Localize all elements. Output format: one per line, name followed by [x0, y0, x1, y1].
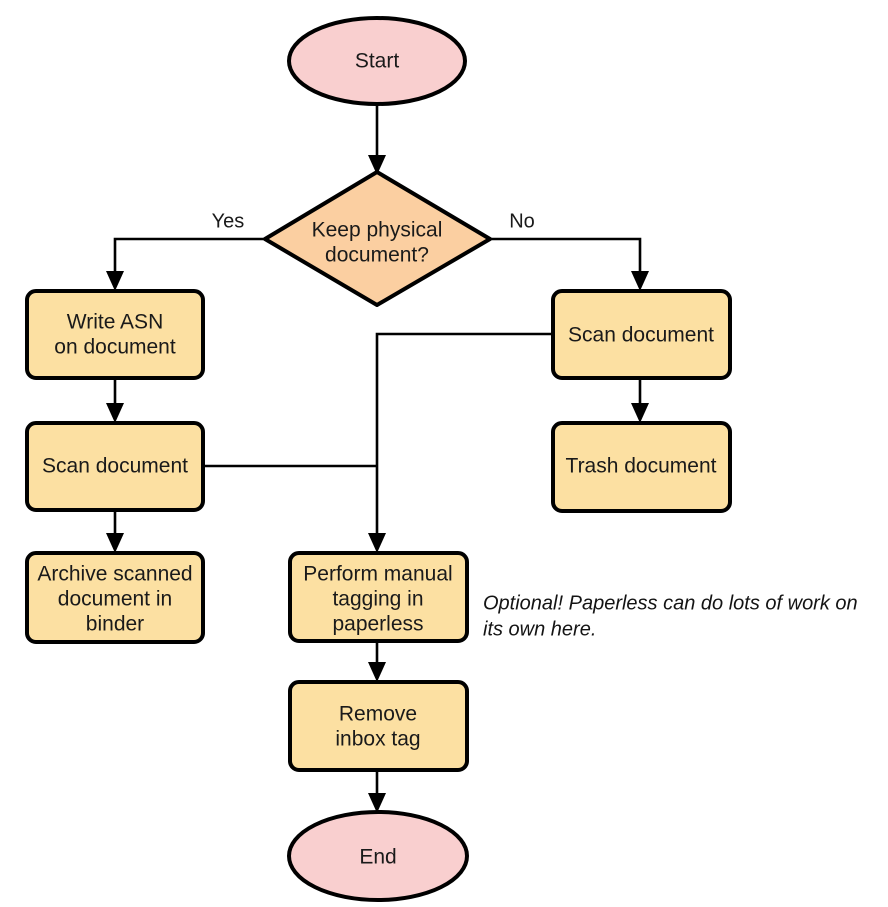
edge-scan-right-to-tagging [368, 332, 553, 553]
write-asn-label-line1: Write ASN [67, 311, 163, 334]
arrowhead-icon [368, 793, 386, 813]
trash-document-label: Trash document [566, 455, 717, 478]
scan-document-left-label: Scan document [42, 455, 188, 478]
arrowhead-icon [106, 403, 124, 423]
optional-note-line1: Optional! Paperless can do lots of work … [483, 592, 858, 614]
node-perform-manual-tagging[interactable]: Perform manual tagging in paperless [288, 551, 469, 643]
decision-diamond[interactable] [263, 170, 492, 307]
edge-remove-inbox-to-end [368, 770, 386, 813]
node-write-asn-on-document[interactable]: Write ASN on document [25, 289, 205, 380]
edge-line [490, 237, 642, 280]
end-label: End [359, 846, 396, 869]
scan-document-right-box[interactable] [551, 289, 732, 380]
edge-scan-right-to-trash [631, 378, 649, 423]
arrowhead-icon [368, 533, 386, 553]
edge-write-asn-to-scan-left [106, 378, 124, 423]
arrowhead-icon [631, 403, 649, 423]
scan-document-left-box[interactable] [25, 421, 205, 512]
edge-decision-yes-to-write-asn [106, 237, 265, 291]
decision-label-line1: Keep physical [312, 219, 443, 242]
node-end[interactable]: End [287, 810, 469, 902]
node-archive-scanned-document[interactable]: Archive scanned document in binder [25, 551, 205, 644]
edge-decision-no-to-scan-right [490, 237, 649, 291]
edge-scan-left-to-archive [106, 511, 124, 553]
archive-label-line2: document in [58, 588, 172, 611]
arrowhead-icon [106, 533, 124, 553]
write-asn-label-line2: on document [54, 336, 176, 359]
edge-line [375, 332, 553, 542]
edge-label-yes: Yes [212, 210, 245, 232]
edge-label-no: No [509, 210, 535, 232]
tagging-box[interactable] [288, 551, 469, 643]
scan-document-right-label: Scan document [568, 324, 714, 347]
tagging-label-line2: tagging in [332, 588, 423, 611]
optional-note-line2: its own here. [483, 618, 596, 640]
tagging-label-line3: paperless [332, 613, 423, 636]
decision-label-line2: document? [325, 244, 429, 267]
annotation-optional-note: Optional! Paperless can do lots of work … [483, 592, 858, 640]
archive-label-line3: binder [86, 613, 144, 636]
end-ellipse[interactable] [287, 810, 469, 902]
node-trash-document[interactable]: Trash document [551, 421, 732, 513]
edge-tagging-to-remove-inbox [368, 641, 386, 682]
edge-line [113, 237, 265, 280]
node-scan-document-left[interactable]: Scan document [25, 421, 205, 512]
remove-inbox-box[interactable] [288, 680, 469, 772]
node-remove-inbox-tag[interactable]: Remove inbox tag [288, 680, 469, 772]
start-label: Start [355, 50, 400, 73]
edge-start-to-decision [368, 103, 386, 175]
start-ellipse[interactable] [287, 16, 467, 106]
archive-box[interactable] [25, 551, 205, 644]
archive-label-line1: Archive scanned [37, 563, 192, 586]
arrowhead-icon [368, 662, 386, 682]
write-asn-box[interactable] [25, 289, 205, 380]
remove-inbox-label-line2: inbox tag [335, 728, 420, 751]
tagging-label-line1: Perform manual [303, 563, 452, 586]
arrowhead-icon [631, 271, 649, 291]
node-scan-document-right[interactable]: Scan document [551, 289, 732, 380]
remove-inbox-label-line1: Remove [339, 703, 417, 726]
node-decision-keep-physical-document[interactable]: Keep physical document? [263, 170, 492, 307]
arrowhead-icon [368, 155, 386, 175]
arrowhead-icon [106, 271, 124, 291]
node-start[interactable]: Start [287, 16, 467, 106]
trash-document-box[interactable] [551, 421, 732, 513]
